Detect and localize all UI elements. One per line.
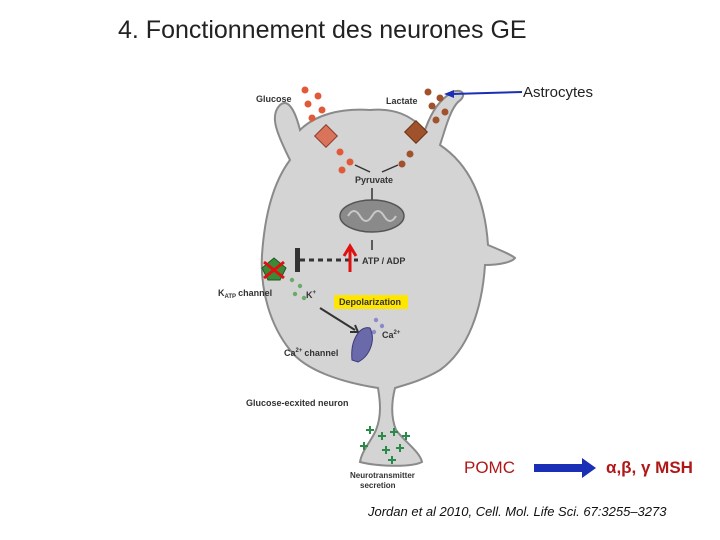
neurotransmitter-label-2: secretion	[360, 481, 396, 490]
ca-ion-label: Ca2+	[382, 330, 401, 340]
lactate-molecules	[398, 88, 449, 168]
slide-title: 4. Fonctionnement des neurones GE	[118, 16, 527, 44]
neurotransmitter-vesicles	[360, 426, 410, 464]
depolarization-label: Depolarization	[339, 297, 401, 307]
citation: Jordan et al 2010, Cell. Mol. Life Sci. …	[368, 504, 667, 519]
glucose-transporter	[313, 123, 339, 149]
calcium-ions	[371, 317, 385, 335]
neurotransmitter-label-1: Neurotransmitter	[350, 471, 415, 480]
neuron-label: Glucose-ecxited neuron	[246, 398, 349, 408]
pomc-arrow	[534, 458, 596, 478]
neuron-cell-body	[260, 89, 517, 467]
lactate-label: Lactate	[386, 96, 418, 106]
pyruvate-label: Pyruvate	[355, 175, 393, 185]
msh-label: α,β, γ MSH	[606, 458, 693, 477]
lactate-transporter	[403, 119, 429, 145]
atp-increase-arrow	[342, 243, 358, 272]
glucose-label: Glucose	[256, 94, 292, 104]
astrocyte-arrow	[444, 90, 523, 98]
ca-channel-label: Ca2+channel	[284, 348, 338, 358]
katp-channel-icon	[261, 257, 287, 281]
calcium-channel-icon	[351, 327, 373, 363]
depolarization-box	[334, 295, 408, 309]
glucose-molecules	[301, 86, 354, 174]
k-ion-label: K+	[306, 290, 317, 300]
astrocytes-label: Astrocytes	[523, 84, 594, 101]
pomc-label: POMC	[464, 458, 515, 477]
atp-adp-label: ATP / ADP	[362, 256, 405, 266]
potassium-ions	[289, 277, 307, 301]
